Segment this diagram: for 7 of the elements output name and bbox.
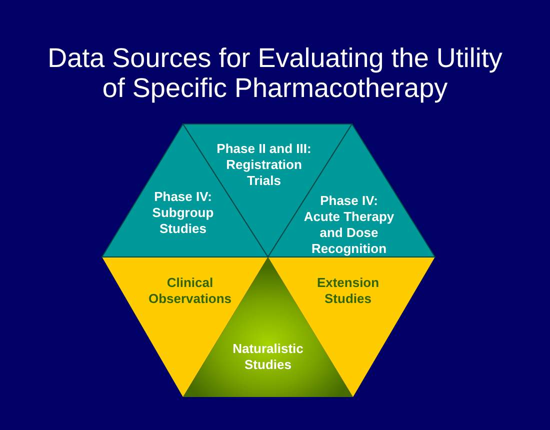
segment-label: Clinical Observations [147, 275, 233, 307]
segment-label: Naturalistic Studies [232, 341, 304, 373]
segment-label: Phase IV: Acute Therapy and Dose Recognition [302, 193, 396, 257]
slide-title: Data Sources for Evaluating the Utility of Specific Pharmacotherapy [46, 43, 504, 103]
segment-label: Phase II and III: Registration Trials [216, 141, 312, 189]
segment-label: Extension Studies [316, 275, 380, 307]
segment-label: Phase IV: Subgroup Studies [151, 189, 215, 237]
